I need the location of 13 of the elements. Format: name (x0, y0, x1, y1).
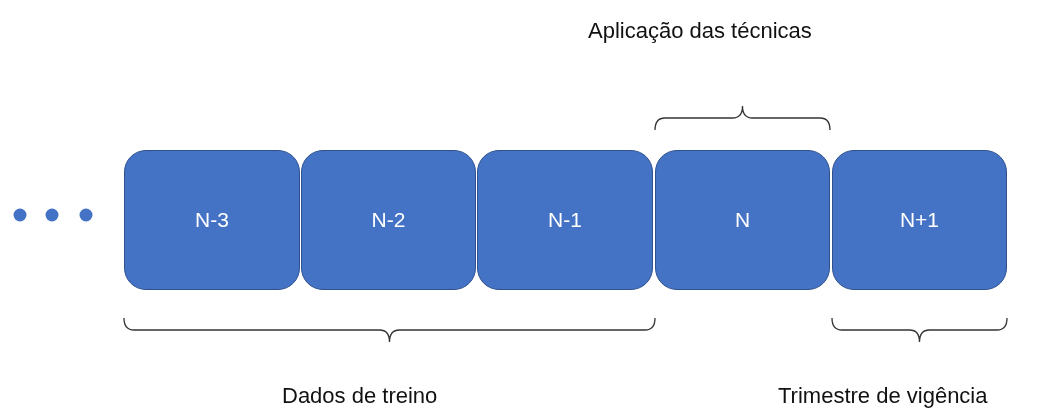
period-box (301, 150, 476, 290)
period-box (477, 150, 653, 290)
period-box (832, 150, 1007, 290)
period-label: N-2 (371, 208, 406, 232)
period-label: N-3 (195, 208, 229, 232)
brace-label: Aplicação das técnicas (588, 18, 812, 44)
period-label: N+1 (899, 208, 940, 232)
brace-label: Trimestre de vigência (778, 383, 988, 409)
period-box (655, 150, 830, 290)
period-label: N (734, 208, 751, 232)
brace-label: Dados de treino (282, 383, 438, 409)
period-box (124, 150, 300, 290)
period-label: N-1 (548, 208, 582, 232)
